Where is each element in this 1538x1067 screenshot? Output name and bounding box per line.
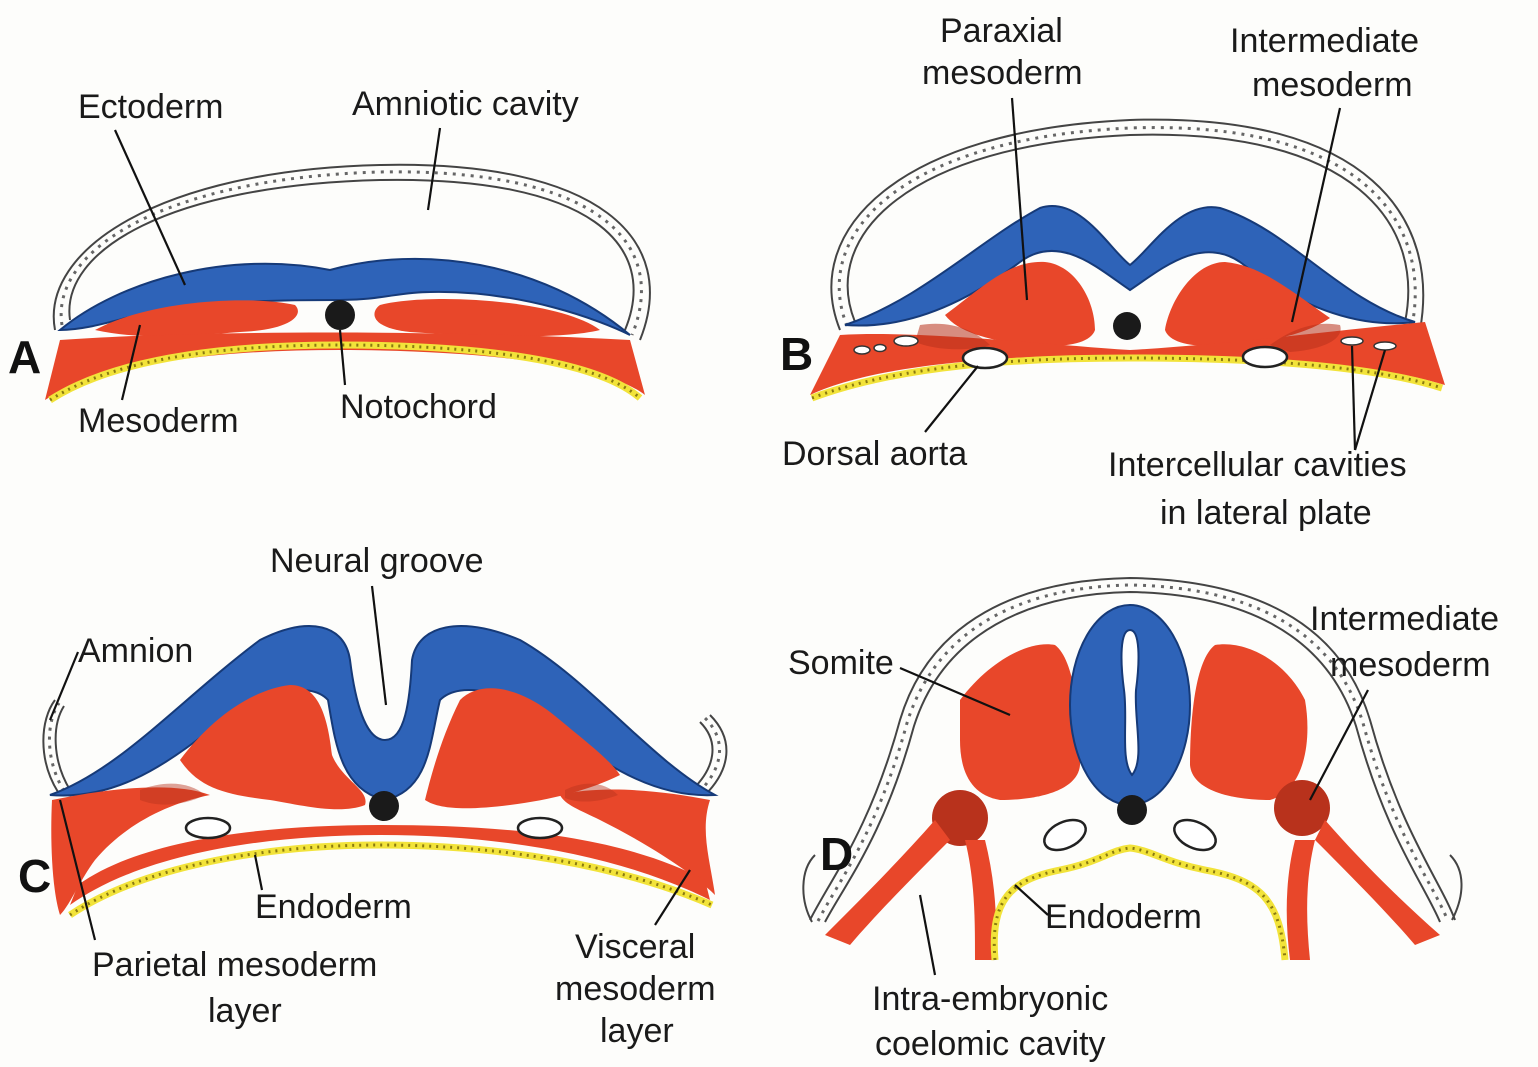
- panel-b-label-intercellular-1: Intercellular cavities: [1108, 446, 1407, 484]
- panel-c-label-visceral-3: layer: [600, 1012, 674, 1050]
- panel-d-label-endoderm: Endoderm: [1045, 898, 1202, 936]
- panel-a-label-mesoderm: Mesoderm: [78, 402, 239, 440]
- panel-b-label-intermediate-2: mesoderm: [1252, 66, 1413, 104]
- panel-d-parietal-right: [1315, 820, 1440, 945]
- panel-d-leader-coelom: [920, 895, 935, 975]
- panel-b-letter: B: [780, 328, 813, 380]
- panel-a-leader-amniotic-cavity: [428, 128, 440, 210]
- panel-a-label-notochord: Notochord: [340, 388, 497, 426]
- panel-d-somite-right: [1190, 644, 1307, 800]
- panel-a-notochord: [325, 300, 355, 330]
- panel-b-cavity: [1341, 337, 1363, 345]
- panel-c-label-parietal-2: layer: [208, 992, 282, 1030]
- panel-b-label-intermediate-1: Intermediate: [1230, 22, 1419, 60]
- panel-d-dorsal-aorta-left: [1040, 814, 1091, 856]
- panel-c-label-visceral-2: mesoderm: [555, 970, 716, 1008]
- panel-d-dorsal-aorta-right: [1170, 814, 1221, 856]
- panel-d: D Somite Intermediate mesoderm Endoderm …: [788, 578, 1499, 1063]
- panel-c: C Neural groove Amnion Endoderm Parietal…: [18, 542, 726, 1050]
- panel-b-label-dorsal-aorta: Dorsal aorta: [782, 435, 967, 473]
- panel-b-dorsal-aorta-right: [1243, 347, 1287, 367]
- panel-b-cavity: [854, 346, 870, 354]
- panel-d-label-somite: Somite: [788, 644, 894, 682]
- panel-d-somite-left: [960, 644, 1080, 800]
- panel-b-notochord: [1113, 312, 1141, 340]
- panel-c-amnion-left: [43, 700, 70, 792]
- panel-c-letter: C: [18, 850, 51, 902]
- panel-a-leader-ectoderm: [115, 130, 185, 285]
- panel-c-dorsal-aorta-left: [186, 818, 230, 838]
- panel-c-label-amnion: Amnion: [78, 632, 193, 670]
- panel-c-amnion-right: [692, 715, 726, 795]
- panel-b-ectoderm: [845, 206, 1415, 326]
- panel-d-letter: D: [820, 828, 853, 880]
- panel-b-leader-dorsal-aorta: [925, 366, 978, 432]
- panel-c-leader-endoderm: [255, 855, 262, 890]
- panel-d-label-intermediate-1: Intermediate: [1310, 600, 1499, 638]
- panel-a-letter: A: [8, 331, 41, 383]
- panel-c-label-endoderm: Endoderm: [255, 888, 412, 926]
- panel-b-cavity: [1374, 342, 1396, 350]
- panel-d-label-intermediate-2: mesoderm: [1330, 646, 1491, 684]
- panel-d-visceral-right: [1287, 840, 1315, 960]
- panel-d-notochord: [1117, 795, 1147, 825]
- panel-d-leader-intermediate: [1310, 690, 1368, 800]
- panel-c-notochord: [369, 791, 399, 821]
- panel-b: B Paraxial mesoderm Intermediate mesoder…: [780, 12, 1445, 532]
- panel-c-dorsal-aorta-right: [518, 818, 562, 838]
- panel-b-dorsal-aorta-left: [963, 348, 1007, 368]
- panel-b-label-intercellular-2: in lateral plate: [1160, 494, 1372, 532]
- panel-c-leader-amnion: [50, 652, 78, 720]
- panel-a-label-amniotic-cavity: Amniotic cavity: [352, 85, 579, 123]
- panel-d-leader-endoderm: [1015, 885, 1048, 915]
- panel-c-label-neural-groove: Neural groove: [270, 542, 484, 580]
- panel-b-cavity: [894, 336, 918, 346]
- panel-d-label-coelom-1: Intra-embryonic: [872, 980, 1108, 1018]
- panel-b-label-paraxial-1: Paraxial: [940, 12, 1063, 50]
- panel-c-label-visceral-1: Visceral: [575, 928, 695, 966]
- panel-b-cavity: [874, 345, 886, 352]
- panel-a: A Ectoderm Amniotic cavity Mesoderm Noto…: [8, 85, 650, 440]
- panel-d-label-coelom-2: coelomic cavity: [875, 1025, 1106, 1063]
- panel-c-leader-neural-groove: [372, 586, 386, 705]
- panel-c-label-parietal-1: Parietal mesoderm: [92, 946, 377, 984]
- panel-b-label-paraxial-2: mesoderm: [922, 54, 1083, 92]
- panel-a-label-ectoderm: Ectoderm: [78, 88, 224, 126]
